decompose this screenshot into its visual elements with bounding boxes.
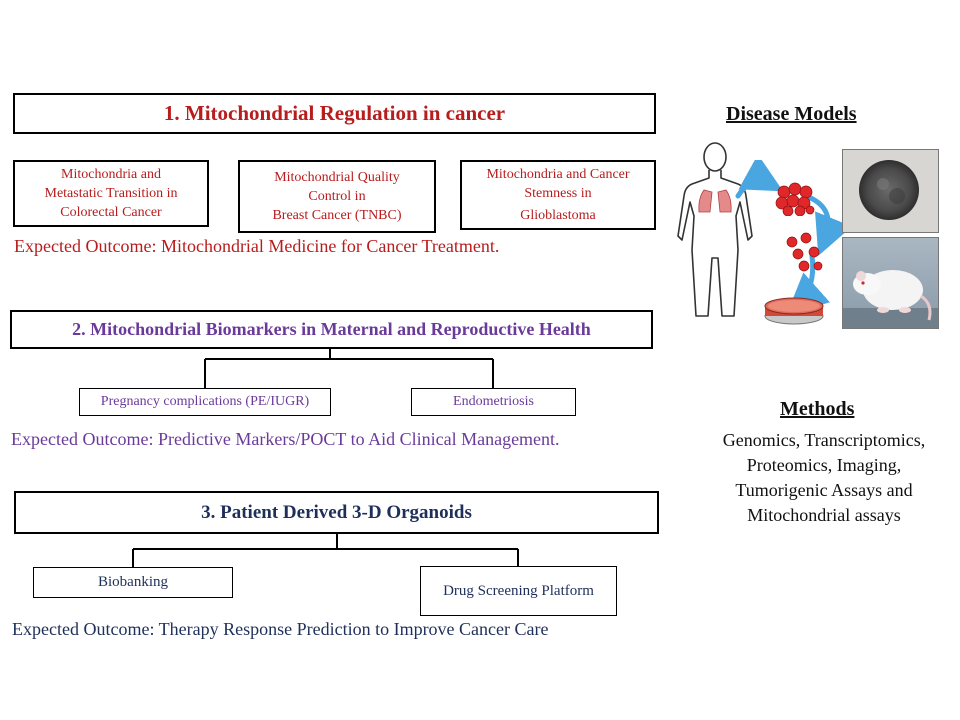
section1-box-glioblastoma-line2: Stemness in [524, 186, 592, 201]
organoid-photo [842, 149, 939, 233]
section1-box-colorectal-line3: Colorectal Cancer [60, 205, 162, 220]
section3-box-drug-screening: Drug Screening Platform [420, 566, 617, 616]
section2-box-endometriosis-label: Endometriosis [453, 394, 534, 409]
mouse-photo [842, 237, 939, 329]
methods-line-4: Mitochondrial assays [747, 505, 901, 525]
methods-list: Genomics, Transcriptomics, Proteomics, I… [692, 428, 956, 528]
section1-box-breast-line3: Breast Cancer (TNBC) [272, 208, 402, 223]
cell-cluster-icon [775, 182, 815, 216]
section3-box-biobanking-label: Biobanking [98, 574, 168, 590]
section1-title: 1. Mitochondrial Regulation in cancer [163, 101, 506, 125]
section2-outcome: Expected Outcome: Predictive Markers/POC… [11, 429, 560, 449]
section1-box-breast: Mitochondrial Quality Control in Breast … [238, 160, 436, 233]
section1-box-breast-line1: Mitochondrial Quality [274, 170, 400, 185]
section2-box-pregnancy-label: Pregnancy complications (PE/IUGR) [100, 394, 310, 409]
section1-box-glioblastoma: Mitochondria and Cancer Stemness in Glio… [460, 160, 656, 230]
section1-box-glioblastoma-line1: Mitochondria and Cancer [486, 167, 630, 182]
section1-box-colorectal-line1: Mitochondria and [61, 167, 161, 182]
section1-box-colorectal-line2: Metastatic Transition in [44, 186, 178, 201]
section2-box-endometriosis: Endometriosis [411, 388, 576, 416]
section1-box-glioblastoma-line3: Glioblastoma [520, 208, 596, 223]
section3-outcome: Expected Outcome: Therapy Response Predi… [12, 619, 549, 639]
section1-title-box: 1. Mitochondrial Regulation in cancer [13, 93, 656, 134]
disease-models-heading: Disease Models [726, 103, 857, 125]
methods-heading: Methods [780, 398, 855, 420]
section1-outcome: Expected Outcome: Mitochondrial Medicine… [14, 236, 500, 256]
section2-box-pregnancy: Pregnancy complications (PE/IUGR) [79, 388, 331, 416]
section2-title-box: 2. Mitochondrial Biomarkers in Maternal … [10, 310, 653, 349]
section2-title: 2. Mitochondrial Biomarkers in Maternal … [72, 319, 591, 339]
cells-icon [786, 232, 823, 272]
section3-title-box: 3. Patient Derived 3-D Organoids [14, 491, 659, 534]
section3-box-drug-screening-label: Drug Screening Platform [443, 582, 594, 599]
methods-line-3: Tumorigenic Assays and [735, 480, 913, 500]
methods-line-2: Proteomics, Imaging, [746, 455, 902, 475]
section1-box-colorectal: Mitochondria and Metastatic Transition i… [13, 160, 209, 227]
section3-box-biobanking: Biobanking [33, 567, 233, 598]
section1-box-breast-line2: Control in [308, 189, 366, 204]
methods-line-1: Genomics, Transcriptomics, [722, 430, 926, 450]
petri-dish-icon [764, 297, 824, 325]
section3-title: 3. Patient Derived 3-D Organoids [201, 501, 472, 523]
